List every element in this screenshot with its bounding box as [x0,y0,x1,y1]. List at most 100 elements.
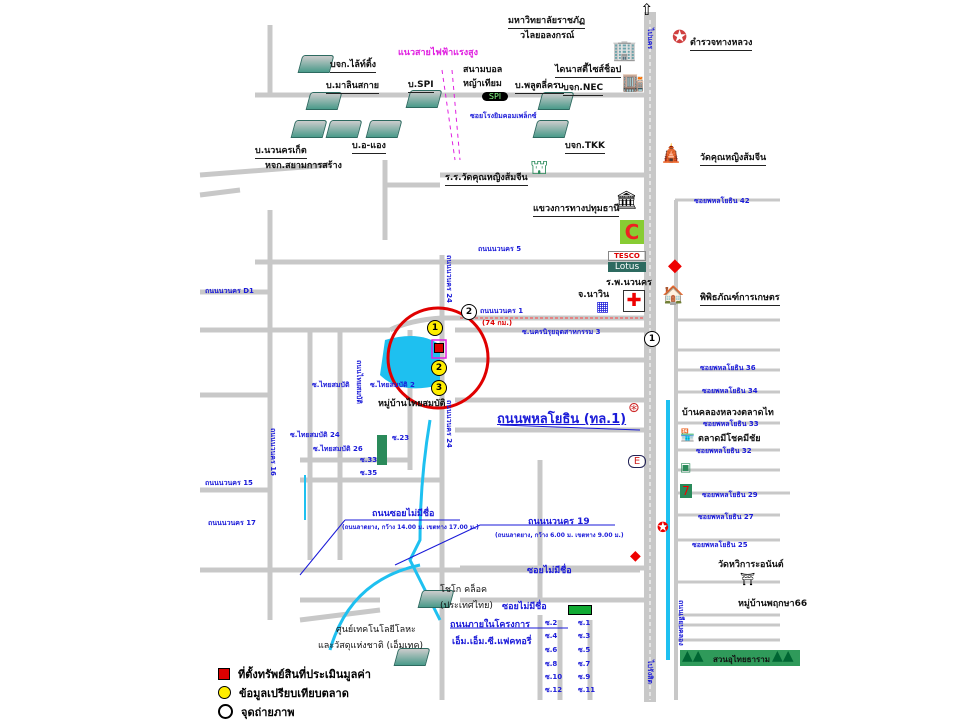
stadium-label-2: หญ้าเทียม [463,79,502,89]
hospital-label: ร.พ.นวนคร [606,278,652,288]
photo-point-1[interactable]: 1 [644,331,660,347]
road-label: ซอยพหลโยธิน 42 [694,197,750,205]
tech-center-label-2: และวัสดุแห่งชาติ (เอ็มเทค) [318,641,424,651]
wat-label: วัดหวิการะอนันต์ [718,560,784,570]
police-label: ตำรวจทางหลวง [690,35,753,51]
road-label: ถนนซอยไม่มีชื่อ [372,509,435,519]
university-label-2: วไลยอลงกรณ์ [520,31,575,41]
road-label: ถนนนวนคร 16 [269,428,277,476]
road-spec-label: (ถนนลาดยาง, กว้าง 14.00 ม. เขตทาง 17.00 … [342,524,479,531]
road-label: ซ.ไทยสมบัติ 26 [313,445,363,453]
factory-label: (ประเทศไทย) [440,601,493,611]
road-label: ซ.ไทยสมบัติ 2 [370,381,415,389]
factory-label: หจก.สยามการสร้าง [265,161,342,171]
road-label: ซ.23 [392,434,410,442]
temple-label: วัดคุณหญิงส้มจีน [700,150,767,166]
legend: ที่ตั้งทรัพย์สินที่ประเมินมูลค่า ข้อมูลเ… [218,664,371,720]
museum-label: พิพิธภัณฑ์การเกษตร [700,290,780,306]
tesco-logo: TESCO [608,251,646,261]
factory-label: บจก.TKK [565,138,605,154]
factory-icon [325,120,363,138]
stadium-icon: SPI [482,92,508,101]
village-label: หมู่บ้านไทยสมบัติ [378,399,446,409]
road-label: ถนนนวนคร 19 [528,517,590,527]
soi-label: ซ.3 [578,632,591,640]
office-icon: 🏛 [615,190,638,211]
road-label: ซ.ไทยสมบัติ [312,381,350,389]
police-icon: ✪ [672,27,688,48]
mitsubishi-icon: ◆ [630,548,641,564]
bank-label: จ.นาวิน [578,290,610,300]
power-line-label: แนวสายไฟฟ้าแรงสูง [398,48,479,58]
road-label: ซอยพหลโยธิน 32 [696,447,752,455]
mitsubishi-icon: ◆ [668,255,682,276]
road-label: เอ็ม.เอ็ม.ซี.แฟคทอรี่ [452,637,532,647]
soi-label: ซ.2 [545,619,558,627]
factory-label: บ.พลูตลี่ครบ [515,78,564,94]
hospital-icon: ✚ [623,290,645,312]
road-spec-label: (ถนนลาดยาง, กว้าง 6.00 ม. เขตทาง 9.00 ม.… [495,532,624,539]
comparable-marker-2[interactable]: 2 [431,360,447,376]
factory-icon [305,92,343,110]
road-label: ซ.ไทยสมบัติ 24 [290,431,340,439]
road-label: ซอยพหลโยธิน 29 [702,491,758,499]
park-label: สวนอุไทยธาราม [713,655,771,664]
road-label: ซอยพหลโยธิน 27 [698,513,754,521]
soi-stadium-label: ซอยโรงยิมคอมเพล็กซ์ [470,112,537,120]
tree-icon: ▲▲ [772,648,794,664]
tree-icon: ▲▲ [682,648,704,664]
mmc-factory-icon [568,605,592,615]
soi-label: ซ.5 [578,646,591,654]
road-label: ซ.33 [360,456,378,464]
shop-icon: 🏬 [622,72,645,93]
university-label: มหาวิทยาลัยราชภัฏ [508,13,585,29]
road-label: ซอยไม่มีชื่อ [502,602,547,612]
highway-office-label: แขวงการทางปทุมธานี [533,201,620,217]
comparable-marker-1[interactable]: 1 [427,320,443,336]
soi-label: ซ.1 [578,619,591,627]
road-label: ถนนนวนคร 5 [478,245,522,253]
shop-label: ไดนาสตี้ไซส์ช็อป [555,62,622,78]
soi-label: ซ.8 [545,660,558,668]
photo-point-2[interactable]: 2 [461,304,477,320]
factory-icon [290,120,328,138]
factory-label: โชโก คล็อค [440,585,488,595]
factory-icon [365,120,403,138]
tech-center-label: ศูนย์เทคโนโลยีโลหะ [336,625,416,635]
road-label: ถนนนวนคร 15 [205,479,253,487]
property-location-icon[interactable] [434,343,444,353]
village66-label: หมู่บ้านพฤกษา66 [738,599,808,609]
soi-label: ซ.12 [545,686,563,694]
factory-label: บจก.ไล้ท์ติ้ง [330,57,377,73]
phahonyothin-label: ถนนพหลโยธิน (ทล.1) [497,412,627,427]
road-label: ถนนนวนคร 24 [445,255,453,303]
legend-comparable: ข้อมูลเปรียบเทียบตลาด [239,686,349,700]
road-label: ซ.35 [360,469,378,477]
road-label: ถนนภายในโครงการ [450,620,530,630]
road-label: ถนนเลียบคลอง [677,600,685,646]
factory-label: บ.มาลินสกาย [326,78,380,94]
market-icon: 🏪 [680,428,695,442]
bigc-logo-icon: C [620,220,644,244]
caltex-icon: ✪ [657,520,669,536]
soi-label: ซ.10 [545,673,563,681]
lotus-logo: Lotus [608,262,646,272]
shop-icon: ▣ [680,460,692,474]
soi-label: ซ.7 [578,660,591,668]
road-label: ซอยพหลโยธิน 33 [703,420,759,428]
road-label: ถนนนวนคร 1 [480,307,524,315]
road-label: ซ.นครนิรุยอุตสาหกรรม 3 [522,328,601,336]
road-label: ซอยพหลโยธิน 36 [700,364,756,372]
road-label: ซอยพหลโยธิน 25 [692,541,748,549]
seven-eleven-icon: 7 [680,484,692,498]
distance-label: (74 กม.) [482,319,513,327]
road-label: ถนนนวนคร D1 [205,287,254,295]
comparable-marker-3[interactable]: 3 [431,380,447,396]
soi-label: ซ.9 [578,673,591,681]
road-label: ถนนนวนคร 17 [208,519,256,527]
road-label: ถนนนวนคร 24 [445,400,453,448]
market-label-2: ตลาดมีโชคมีชัย [698,434,761,444]
legend-property: ที่ตั้งทรัพย์สินที่ประเมินมูลค่า [238,667,371,681]
